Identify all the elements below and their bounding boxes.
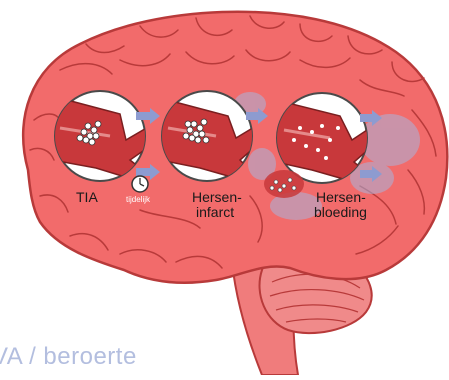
label-tia: TIA xyxy=(76,190,98,205)
label-hersenbloeding-line1: Hersen- xyxy=(316,190,366,205)
label-herseninfarct-line2: infarct xyxy=(196,205,234,220)
clock-icon xyxy=(132,176,148,192)
bleed-icon xyxy=(264,170,304,198)
diagram-caption: VA / beroerte xyxy=(0,343,137,371)
label-herseninfarct-line1: Hersen- xyxy=(192,190,242,205)
label-tijdelijk: tijdelijk xyxy=(126,195,150,204)
label-hersenbloeding-line2: bloeding xyxy=(314,205,367,220)
